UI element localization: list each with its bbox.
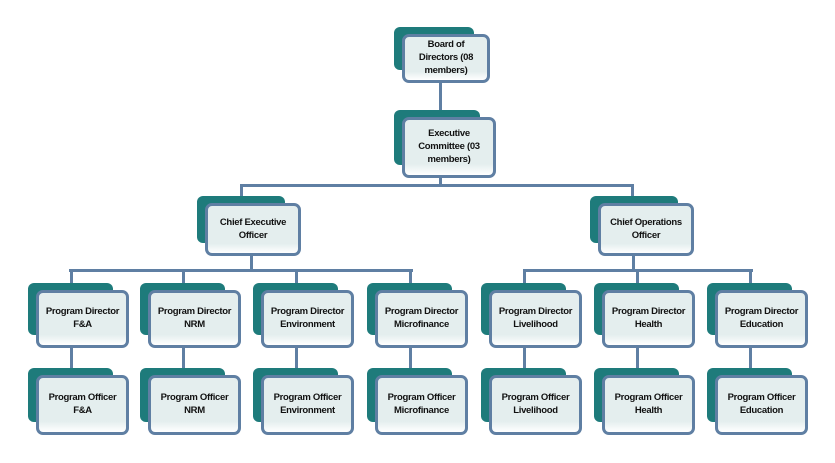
program-director-node: Program Director Health — [602, 290, 695, 348]
connector-director-drop — [70, 269, 73, 283]
connector-ceo-bar — [69, 269, 413, 272]
connector-director-drop — [182, 269, 185, 283]
program-officer-node: Program Officer Environment — [261, 375, 354, 435]
board-of-directors-node: Board of Directors (08 members) — [402, 34, 490, 83]
connector-coo-drop — [631, 184, 634, 197]
connector-director-officer — [749, 348, 752, 370]
connector-director-officer — [523, 348, 526, 370]
connector-ceo-down — [250, 255, 253, 271]
program-officer-node: Program Officer Microfinance — [375, 375, 468, 435]
executive-committee-node: Executive Committee (03 members) — [402, 117, 496, 178]
connector-ceo-drop — [240, 184, 243, 197]
program-director-node: Program Director NRM — [148, 290, 241, 348]
connector-director-officer — [409, 348, 412, 370]
connector-director-officer — [636, 348, 639, 370]
program-officer-node: Program Officer F&A — [36, 375, 129, 435]
connector-director-drop — [409, 269, 412, 283]
connector-director-drop — [295, 269, 298, 283]
program-officer-node: Program Officer NRM — [148, 375, 241, 435]
program-director-node: Program Director Environment — [261, 290, 354, 348]
program-officer-node: Program Officer Health — [602, 375, 695, 435]
program-director-node: Program Director Livelihood — [489, 290, 582, 348]
program-director-node: Program Director Microfinance — [375, 290, 468, 348]
connector-director-drop — [749, 269, 752, 283]
connector-exec-down — [439, 177, 442, 186]
program-director-node: Program Director Education — [715, 290, 808, 348]
connector-director-officer — [70, 348, 73, 370]
program-director-node: Program Director F&A — [36, 290, 129, 348]
connector-director-drop — [636, 269, 639, 283]
connector-director-officer — [182, 348, 185, 370]
chief-operations-officer-node: Chief Operations Officer — [598, 203, 694, 256]
chief-executive-officer-node: Chief Executive Officer — [205, 203, 301, 256]
program-officer-node: Program Officer Livelihood — [489, 375, 582, 435]
connector-coo-down — [632, 255, 635, 271]
program-officer-node: Program Officer Education — [715, 375, 808, 435]
connector-director-officer — [295, 348, 298, 370]
connector-board-exec — [439, 82, 442, 118]
connector-level2-bar — [240, 184, 634, 187]
connector-director-drop — [523, 269, 526, 283]
